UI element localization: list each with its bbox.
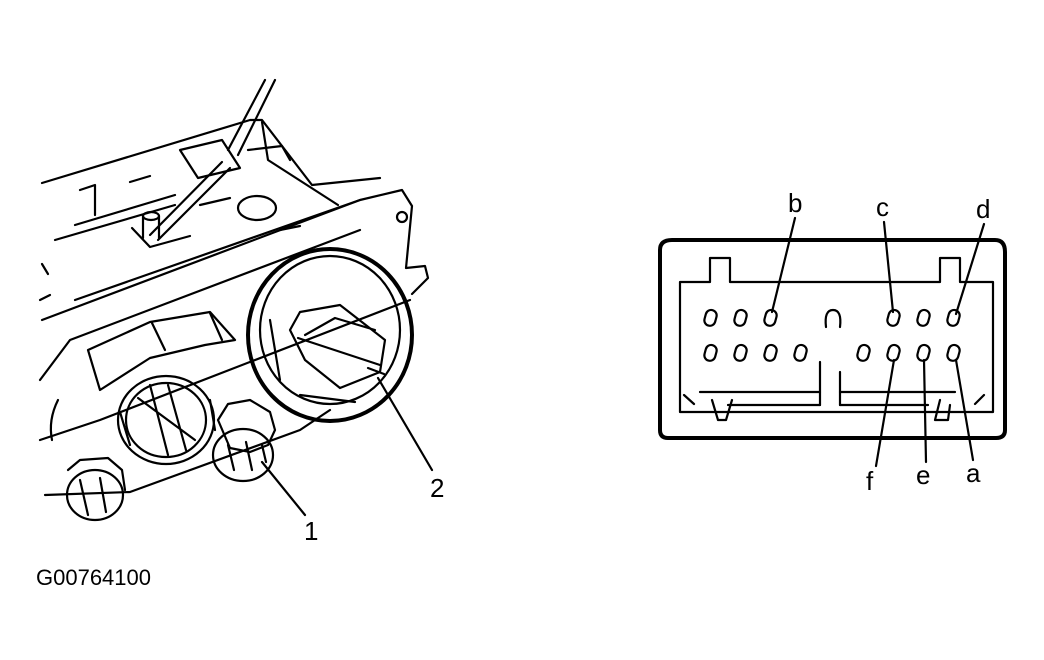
callout-1-label: 1	[304, 516, 318, 546]
callout-2-label: 2	[430, 473, 444, 503]
terminal-b-label: b	[788, 188, 802, 218]
terminal-f-leader	[874, 358, 896, 468]
figure-code: G00764100	[36, 565, 151, 590]
terminal-a-label: a	[966, 458, 981, 488]
terminal-c-label: c	[876, 192, 889, 222]
control-panel-illustration	[38, 78, 430, 522]
terminal-e-leader	[922, 358, 928, 464]
terminal-a-leader	[954, 358, 975, 462]
terminal-d-label: d	[976, 194, 990, 224]
connector-terminals-top-row	[703, 308, 961, 329]
terminal-d-leader	[954, 222, 986, 316]
connector-terminals-bottom-row	[703, 343, 961, 362]
callout-1-leader	[260, 460, 307, 517]
callout-2-leader	[376, 376, 434, 472]
terminal-e-label: e	[916, 460, 930, 490]
terminal-b-leader	[770, 216, 797, 314]
terminal-f-label: f	[866, 466, 874, 496]
terminal-c-leader	[882, 220, 895, 314]
connector-face	[658, 238, 1007, 440]
